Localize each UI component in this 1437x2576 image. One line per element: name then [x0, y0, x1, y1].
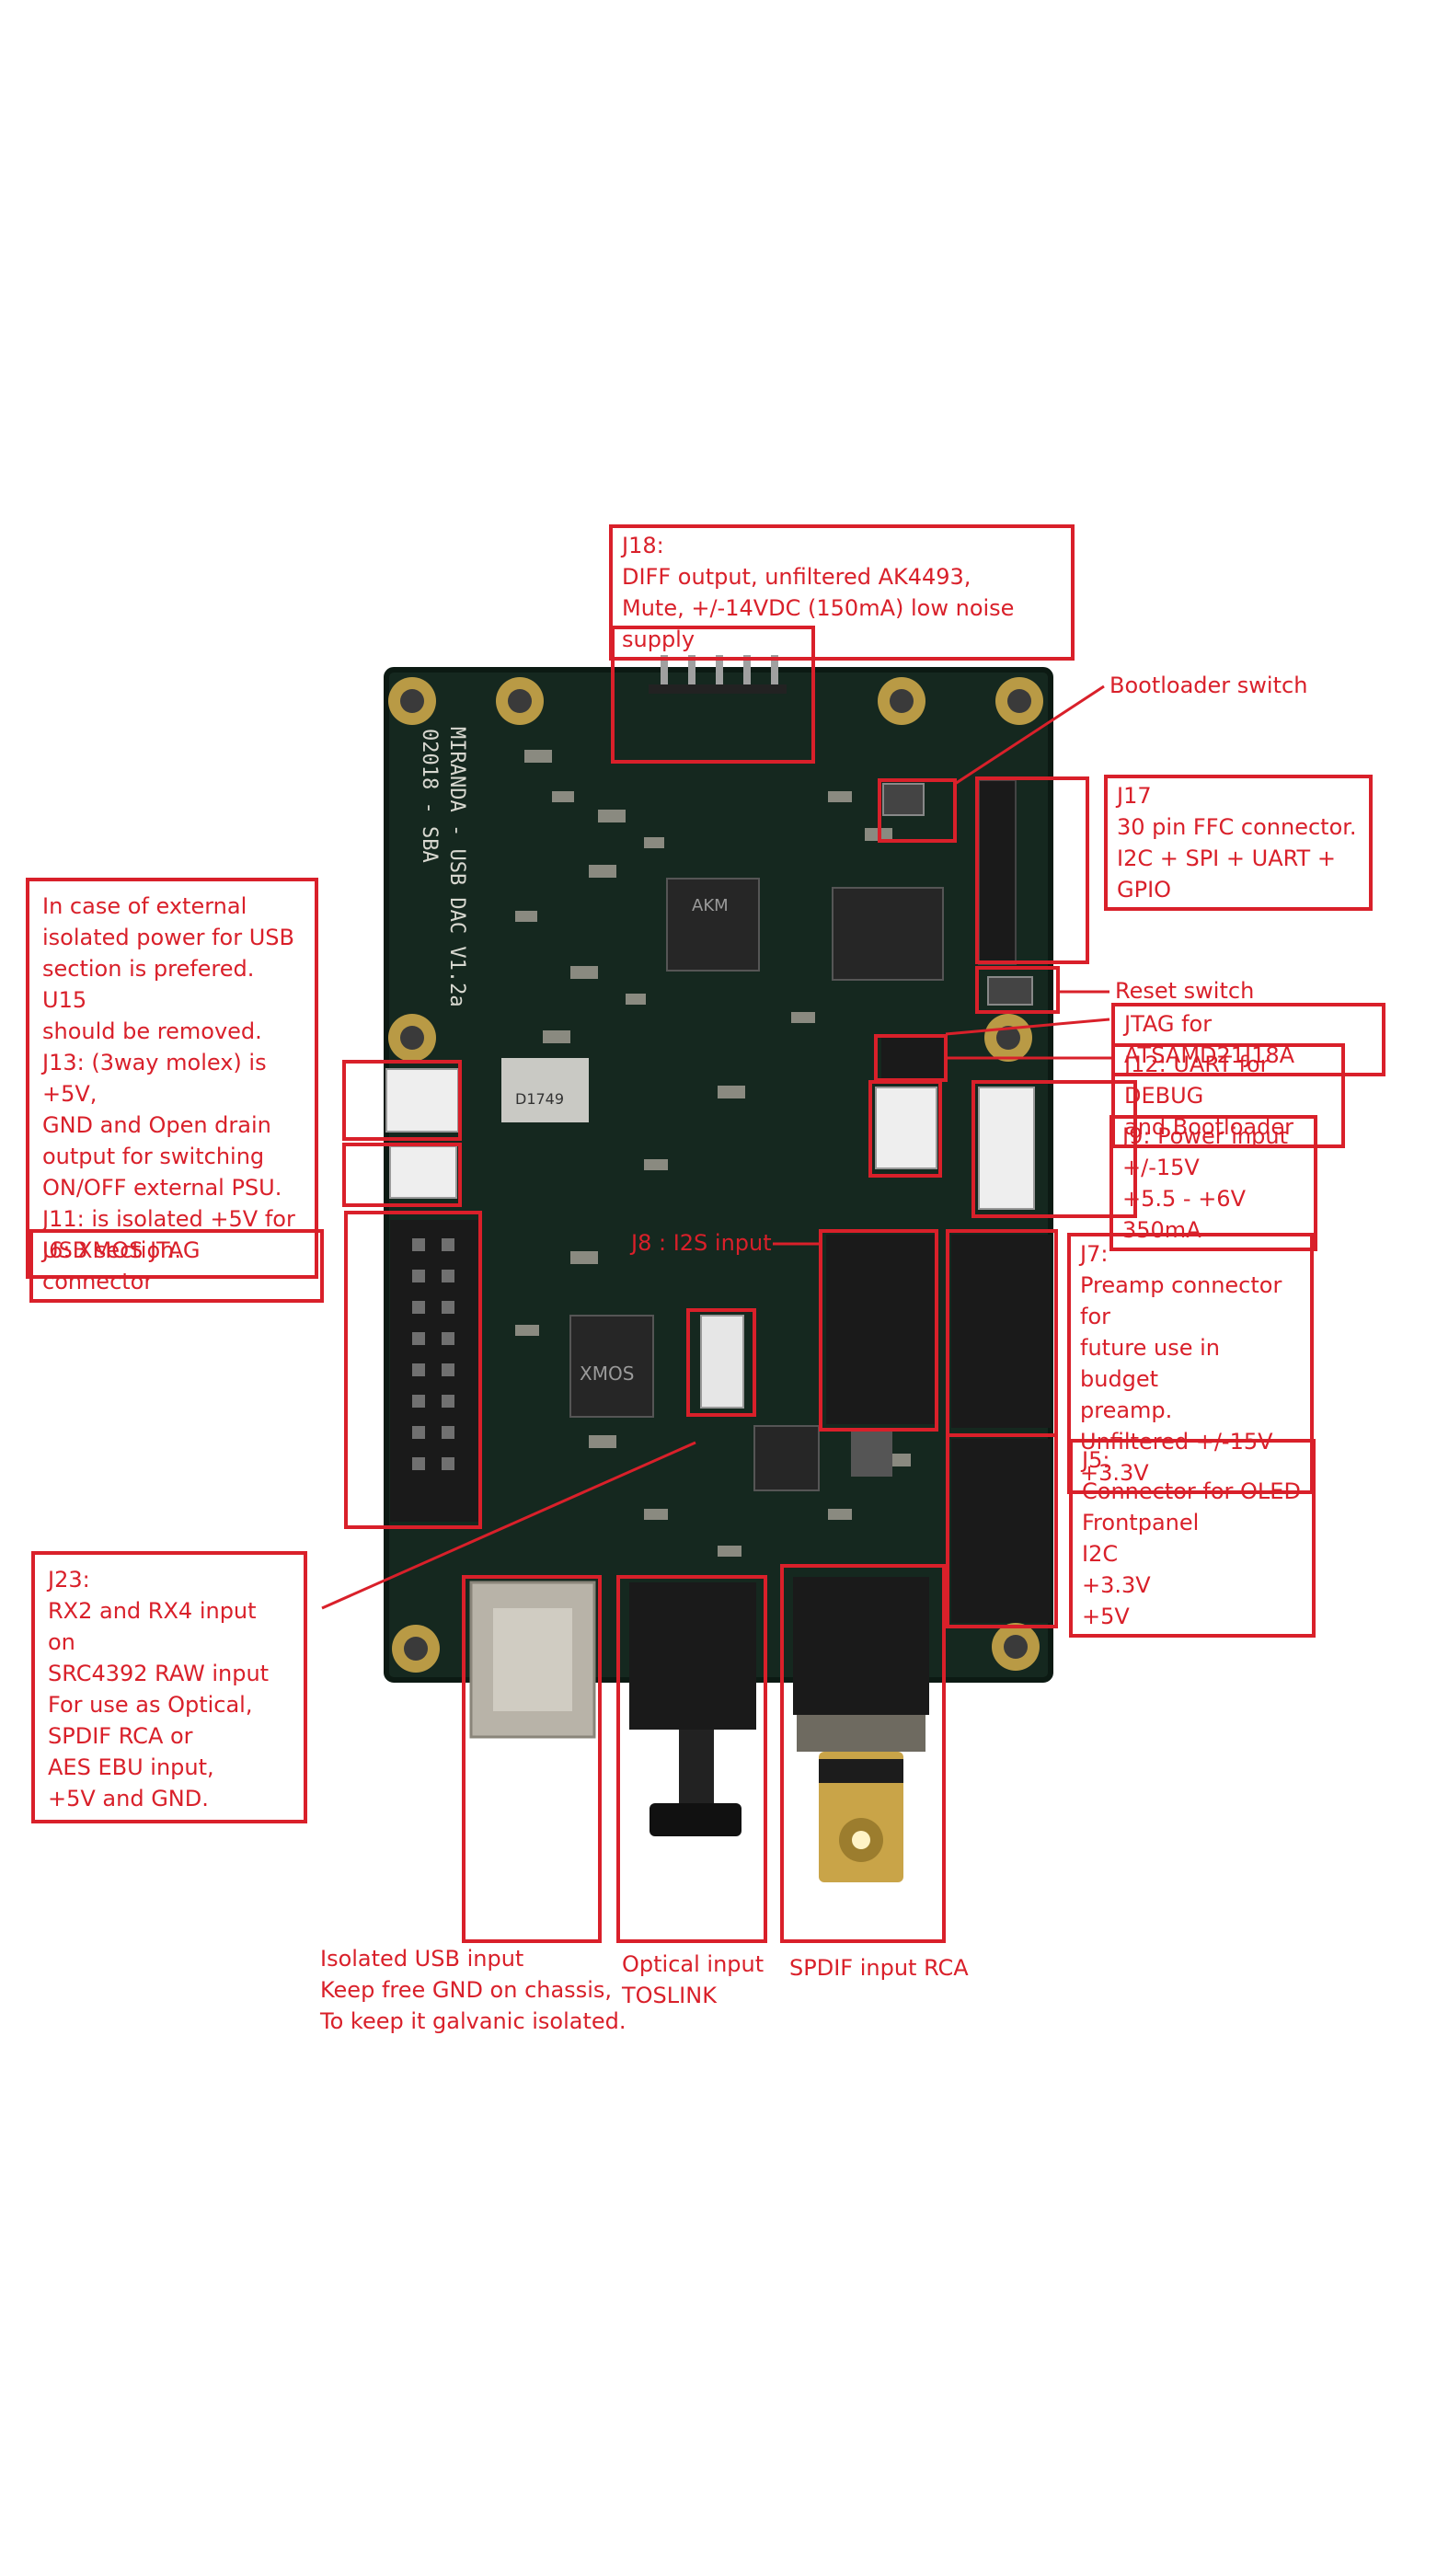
- jtag-samd-label: JTAG for ATSAMD21J18A: [1111, 1003, 1385, 1076]
- j23-highlight-box: [686, 1308, 756, 1417]
- j6-highlight-box: [344, 1211, 482, 1529]
- bootloader-switch-highlight-box: [878, 778, 957, 843]
- j10-highlight-box: [868, 1080, 942, 1178]
- reset-switch: [987, 976, 1033, 1006]
- external-power-note: In case of external isolated power for U…: [26, 878, 318, 1279]
- j9-label: J9: Power input +/-15V +5.5 - +6V 350mA: [1109, 1115, 1317, 1251]
- j5-header: [951, 1439, 1051, 1623]
- silkscreen-title: MIRANDA - USB DAC V1.2a: [445, 727, 468, 1007]
- j17-highlight-box: [975, 776, 1089, 964]
- j7-header: [951, 1235, 1051, 1428]
- j18-highlight-box: [611, 626, 815, 764]
- j13-molex-connector: [385, 1068, 459, 1133]
- xmos-chip: [569, 1315, 654, 1418]
- j12-header: [881, 1038, 946, 1078]
- optical-input-label: Optical input TOSLINK: [622, 1951, 764, 2008]
- j11-highlight-box: [342, 1143, 462, 1207]
- j5-label: J5: Connector for OLED Frontpanel I2C +3…: [1069, 1439, 1316, 1638]
- rca-gold-jack: [819, 1752, 903, 1882]
- reset-switch-label: Reset switch: [1115, 978, 1255, 1004]
- j9-highlight-box: [971, 1080, 1137, 1218]
- bootloader-switch-label: Bootloader switch: [1109, 673, 1308, 698]
- spdif-highlight-box: [780, 1564, 946, 1943]
- j18-header-pins: [649, 655, 787, 694]
- j8-header: [826, 1235, 935, 1424]
- bootloader-switch: [882, 783, 925, 816]
- reset-switch-highlight-box: [975, 966, 1060, 1014]
- j5-highlight-box: [946, 1433, 1058, 1628]
- j17-ffc-connector: [978, 779, 1017, 965]
- j13-highlight-box: [342, 1060, 462, 1141]
- j23-label: J23: RX2 and RX4 input on SRC4392 RAW in…: [31, 1551, 307, 1823]
- akm-dac-chip: [666, 878, 760, 972]
- j6-pins: [412, 1238, 454, 1470]
- annotation-boxes: [342, 626, 1137, 1943]
- isolator-chip: [501, 1058, 589, 1122]
- jtag-leader-line: [945, 1018, 1110, 1036]
- toslink-connector: [629, 1582, 756, 1730]
- j6-label: J6: XMOS JTAG connector: [29, 1229, 324, 1303]
- optical-highlight-box: [616, 1575, 767, 1943]
- microcontroller-chip: [832, 887, 944, 981]
- akm-chip-label: AKM: [692, 896, 729, 915]
- xmos-chip-label: XMOS: [580, 1363, 634, 1385]
- j6-header: [390, 1220, 480, 1522]
- j23-connector: [700, 1315, 744, 1409]
- j9-molex-connector: [978, 1087, 1035, 1210]
- j12-label: J12: UART for DEBUG and Bootloader: [1111, 1043, 1345, 1148]
- j8-highlight-box: [819, 1229, 938, 1432]
- isolator-chip-label: D1749: [515, 1090, 564, 1108]
- j18-label: J18: DIFF output, unfiltered AK4493, Mut…: [609, 524, 1075, 661]
- src-chip: [753, 1425, 820, 1491]
- mounting-holes: [388, 677, 1043, 1673]
- usb-input-label: Isolated USB input Keep free GND on chas…: [320, 1946, 627, 2034]
- usb-highlight-box: [462, 1575, 602, 1943]
- j17-label: J17 30 pin FFC connector. I2C + SPI + UA…: [1104, 775, 1373, 911]
- j11-molex-connector: [389, 1145, 457, 1199]
- rca-connector-body: [793, 1577, 929, 1715]
- spdif-input-label: SPDIF input RCA: [789, 1955, 969, 1981]
- silkscreen-subtitle: 02018 - SBA: [418, 729, 441, 863]
- pcb-board: [384, 667, 1053, 1683]
- j23-leader-line: [321, 1441, 696, 1610]
- j10-molex-connector: [875, 1087, 937, 1169]
- crystal: [851, 1431, 892, 1477]
- leader-lines: [321, 684, 1111, 1610]
- bootloader-leader-line: [954, 684, 1105, 786]
- j8-label: J8 : I2S input: [631, 1230, 772, 1256]
